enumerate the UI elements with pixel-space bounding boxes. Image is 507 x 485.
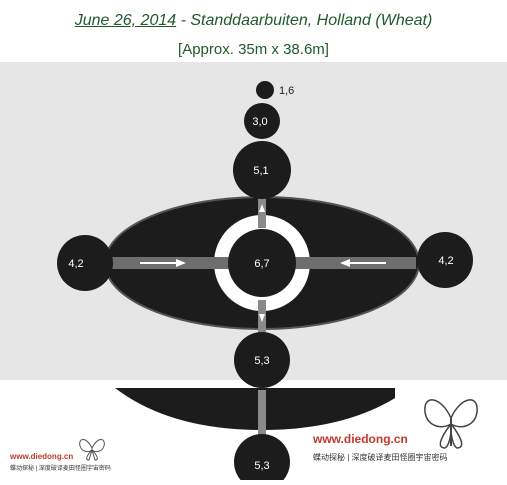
arrow-left-icon (340, 259, 386, 267)
arrow-down-icon (259, 314, 265, 322)
arrow-right-icon (140, 259, 186, 267)
circle-right (417, 232, 473, 288)
circle-top-small (256, 81, 274, 99)
circle-center (228, 229, 296, 297)
vertical-path-upper (258, 198, 266, 228)
circle-top-mid (244, 103, 280, 139)
watermark-url-small: www.diedong.cn (10, 452, 74, 461)
butterfly-logo-small-icon (79, 439, 105, 461)
arrow-up-icon (259, 204, 265, 212)
label-center: 6,7 (254, 258, 269, 270)
watermark-logo-box (395, 388, 507, 480)
label-top-mid: 3,0 (252, 116, 267, 128)
circle-top-large (233, 141, 291, 199)
label-top-small: 1,6 (279, 85, 294, 97)
watermark-url: www.diedong.cn (313, 432, 408, 446)
watermark-tagline-small: 蝶动探秘 | 深度破译麦田怪圈宇宙密码 (10, 466, 111, 472)
label-top-large: 5,1 (253, 165, 268, 177)
title-location: - Standdaarbuiten, Holland (Wheat) (176, 12, 433, 29)
butterfly-logo-icon (424, 399, 478, 449)
title-date: June 26, 2014 (74, 12, 177, 29)
label-bottom-upper: 5,3 (254, 355, 269, 367)
label-bottom-lower: 5,3 (254, 460, 269, 472)
label-right: 4,2 (438, 255, 453, 267)
circle-left (57, 235, 113, 291)
label-left: 4,2 (68, 258, 83, 270)
circle-bottom-lower (234, 434, 290, 480)
page-subtitle: [Approx. 35m x 38.6m] (178, 41, 329, 58)
watermark-tagline: 蝶动探秘 | 深度破译麦田怪圈宇宙密码 (313, 453, 448, 462)
circle-bottom-upper (234, 332, 290, 388)
page-title: June 26, 2014 - Standdaarbuiten, Holland… (0, 12, 507, 30)
vertical-path-bottom (258, 390, 266, 440)
